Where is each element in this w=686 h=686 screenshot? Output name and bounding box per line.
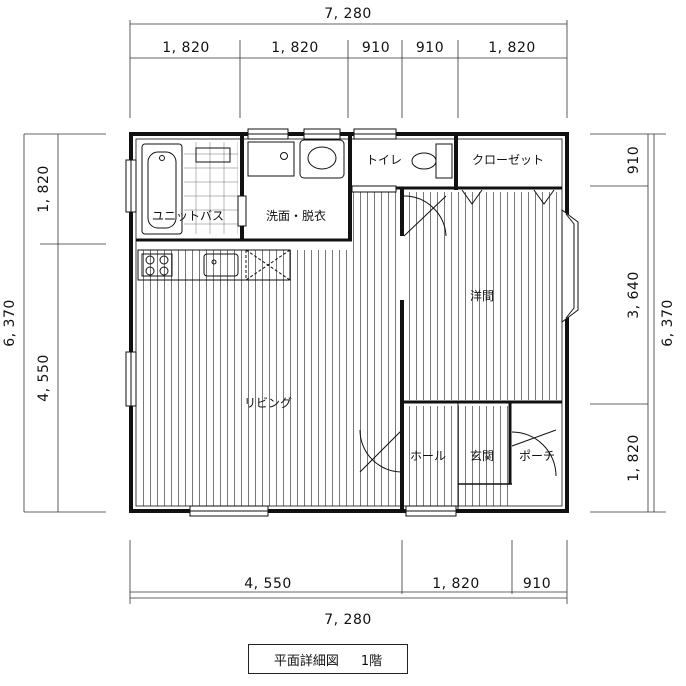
- room-label-unit-bath: ユニットバス: [152, 209, 224, 223]
- bottom-dimension-segment: 1, 820: [432, 576, 480, 592]
- top-dimension-segment: 1, 820: [162, 40, 210, 56]
- left-dimensions: [23, 133, 106, 513]
- room-label-western-room: 洋間: [470, 288, 494, 303]
- windows: [125, 128, 579, 517]
- room-label-living: リビング: [244, 396, 292, 410]
- left-dimension-segment: 1, 820: [36, 165, 52, 213]
- bottom-dimension-segment: 910: [523, 576, 551, 592]
- right-dimension-segment: 1, 820: [626, 434, 642, 482]
- room-label-entrance: 玄関: [470, 448, 494, 463]
- room-label-washroom: 洗面・脱衣: [266, 208, 326, 223]
- fixtures: [137, 139, 453, 281]
- bottom-total-dimension: 7, 280: [324, 612, 372, 628]
- right-total-dimension: 6, 370: [660, 299, 676, 347]
- room-label-closet: クローゼット: [472, 153, 544, 167]
- right-dimension-segment: 3, 640: [626, 271, 642, 319]
- floor-label: 1階: [360, 653, 383, 669]
- top-dimensions: [129, 20, 568, 118]
- top-dimension-segment: 910: [416, 40, 444, 56]
- left-dimension-segment: 4, 550: [36, 354, 52, 402]
- right-dimension-segment: 910: [626, 146, 642, 174]
- floor-finishes: [138, 142, 560, 506]
- left-total-dimension: 6, 370: [2, 299, 18, 347]
- drawing-title: 平面詳細図: [273, 653, 339, 669]
- top-dimension-segment: 1, 820: [271, 40, 319, 56]
- room-label-hall: ホール: [410, 449, 446, 463]
- drawing-caption: 平面詳細図 1階: [248, 644, 408, 674]
- top-dimension-segment: 1, 820: [488, 40, 536, 56]
- bottom-dimensions: [129, 540, 568, 604]
- doors: [237, 185, 557, 477]
- top-dimension-segment: 910: [362, 40, 390, 56]
- room-label-porch: ポーチ: [519, 449, 555, 463]
- top-total-dimension: 7, 280: [324, 6, 372, 22]
- room-label-toilet: トイレ: [366, 153, 402, 167]
- right-dimensions: [590, 133, 666, 513]
- bottom-dimension-segment: 4, 550: [244, 576, 292, 592]
